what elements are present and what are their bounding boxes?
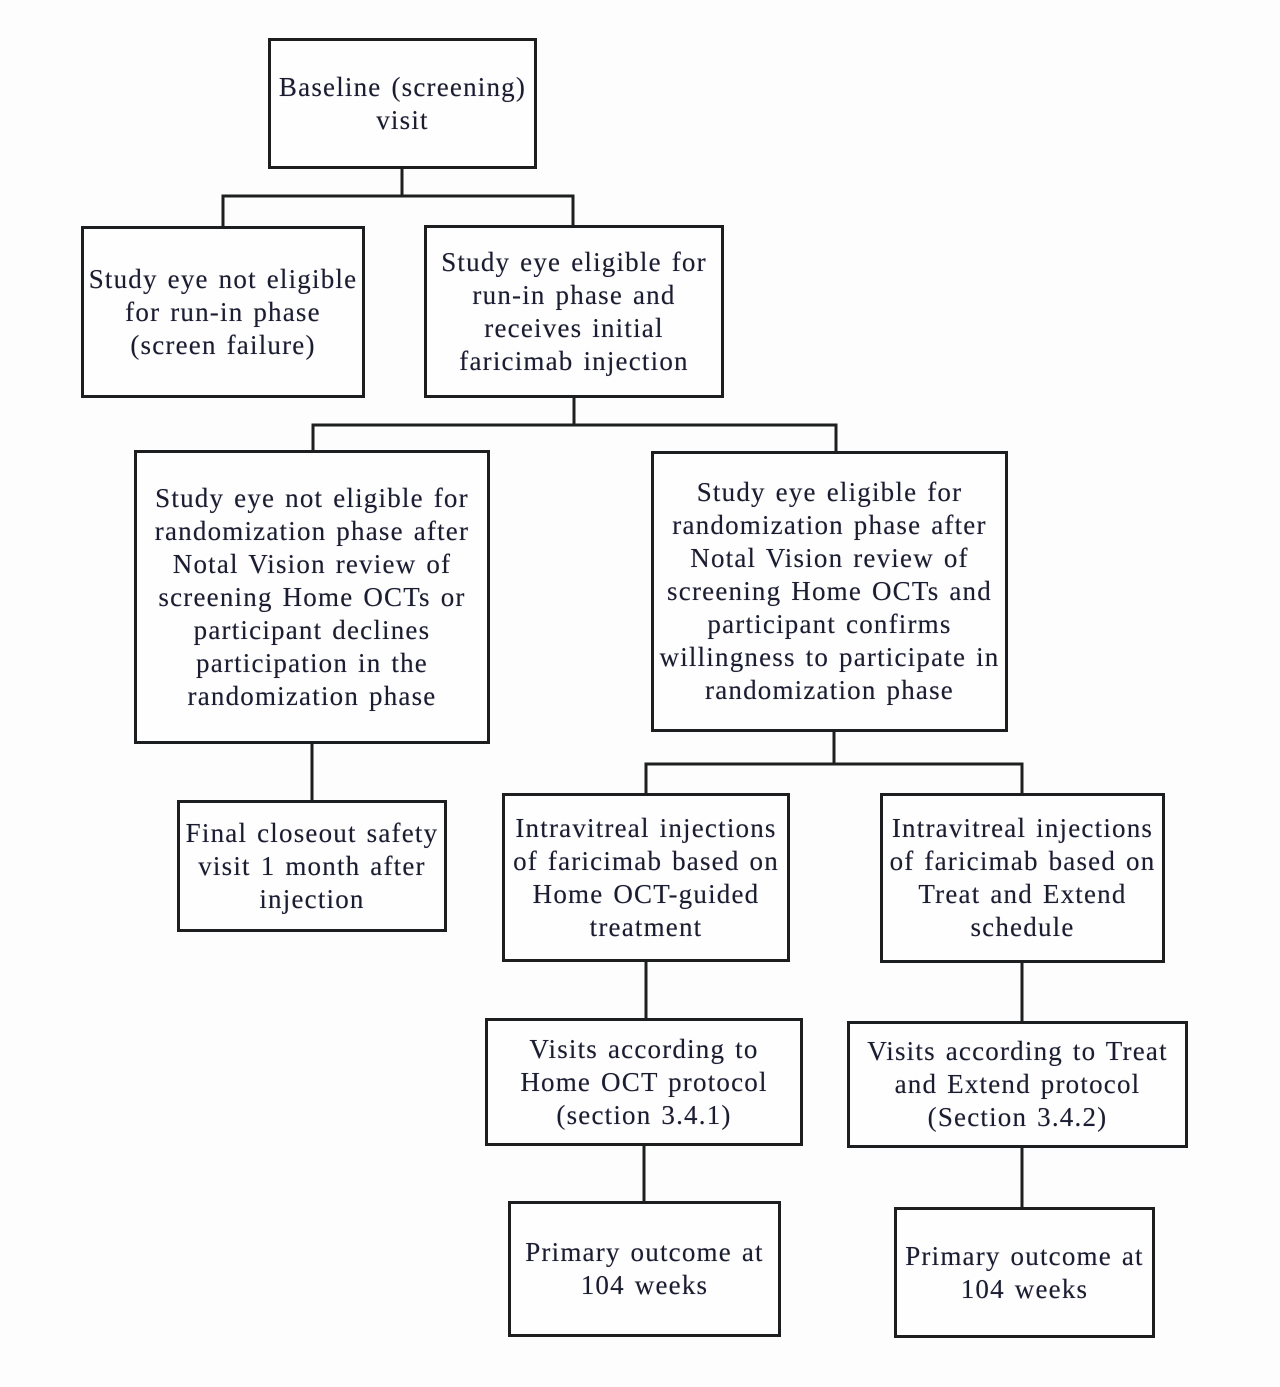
node-injections-home-oct: Intravitreal injections of faricimab bas…: [502, 793, 790, 962]
node-baseline-visit: Baseline (screening) visit: [268, 38, 537, 169]
node-not-eligible-randomization: Study eye not eligible for randomization…: [134, 450, 490, 744]
node-eligible-run-in-label: Study eye eligible for run-in phase and …: [441, 246, 707, 376]
node-eligible-run-in: Study eye eligible for run-in phase and …: [424, 225, 724, 398]
node-not-eligible-run-in-label: Study eye not eligible for run-in phase …: [88, 263, 358, 360]
node-not-eligible-randomization-label: Study eye not eligible for randomization…: [154, 482, 470, 711]
node-injections-home-oct-label: Intravitreal injections of faricimab bas…: [513, 812, 779, 942]
node-baseline-visit-label: Baseline (screening) visit: [278, 71, 527, 135]
node-final-closeout-visit-label: Final closeout safety visit 1 month afte…: [185, 817, 439, 914]
node-primary-outcome-home-oct-label: Primary outcome at 104 weeks: [525, 1237, 764, 1300]
node-not-eligible-run-in: Study eye not eligible for run-in phase …: [81, 226, 365, 398]
node-injections-treat-extend-label: Intravitreal injections of faricimab bas…: [889, 813, 1156, 942]
node-visits-treat-extend: Visits according to Treat and Extend pro…: [847, 1021, 1188, 1148]
connector-runin-split: [311, 423, 838, 451]
node-visits-home-oct: Visits according to Home OCT protocol (s…: [485, 1018, 803, 1146]
node-eligible-randomization-label: Study eye eligible for randomization pha…: [659, 477, 1000, 705]
node-final-closeout-visit: Final closeout safety visit 1 month afte…: [177, 800, 447, 932]
node-primary-outcome-treat-extend: Primary outcome at 104 weeks: [894, 1207, 1155, 1338]
connector-random-split: [644, 762, 1024, 793]
node-injections-treat-extend: Intravitreal injections of faricimab bas…: [880, 793, 1165, 963]
connector-baseline-split: [221, 194, 575, 226]
node-primary-outcome-home-oct: Primary outcome at 104 weeks: [508, 1201, 781, 1337]
node-eligible-randomization: Study eye eligible for randomization pha…: [651, 451, 1008, 732]
node-primary-outcome-treat-extend-label: Primary outcome at 104 weeks: [905, 1240, 1144, 1304]
node-visits-treat-extend-label: Visits according to Treat and Extend pro…: [867, 1036, 1168, 1132]
node-visits-home-oct-label: Visits according to Home OCT protocol (s…: [520, 1033, 768, 1130]
